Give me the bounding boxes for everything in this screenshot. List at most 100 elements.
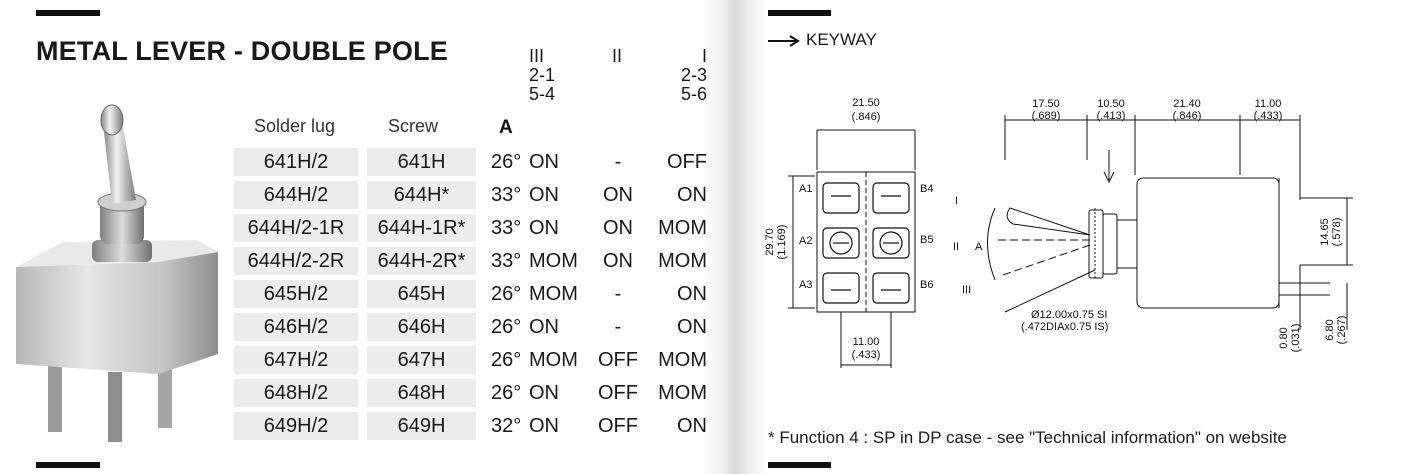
position-iii-function: ON	[529, 382, 559, 404]
position-i-function: ON	[677, 415, 707, 437]
actuation-angle: 32°	[491, 415, 522, 437]
screw-part: 644H*	[367, 181, 476, 209]
dim-height-in: (1.169)	[776, 225, 788, 260]
keyway-label: KEYWAY	[806, 30, 877, 49]
toggle-switch-photo	[16, 104, 218, 442]
terminal-b5: B5	[920, 234, 933, 246]
solder-lug-part: 647H/2	[234, 346, 358, 374]
dim-2140: 21.40	[1173, 98, 1201, 110]
actuation-angle: 33°	[491, 250, 522, 272]
screw-part: 648H	[367, 379, 476, 407]
actuation-angle: 26°	[491, 382, 522, 404]
position-iii-function: MOM	[529, 283, 578, 305]
solder-lug-part: 648H/2	[234, 379, 358, 407]
position-i-function: ON	[677, 316, 707, 338]
position-i-function: MOM	[658, 382, 707, 404]
position-header-ii: II	[612, 46, 623, 66]
solder-lug-part: 641H/2	[234, 148, 358, 176]
arrow-right-icon	[768, 34, 800, 47]
dim-pitch-in: (.433)	[852, 349, 881, 361]
dim-1100: 11.00	[1255, 98, 1282, 110]
solder-lug-part: 644H/2-2R	[234, 247, 358, 275]
position-ii-function: ON	[603, 184, 633, 206]
dim-height: 29.70	[764, 228, 776, 256]
position-ii-function: OFF	[598, 382, 638, 404]
actuation-angle: 26°	[491, 349, 522, 371]
thread-spec: Ø12.00x0.75 SI	[1031, 309, 1107, 321]
terminal-a1: A1	[799, 183, 812, 195]
solder-lug-part: 645H/2	[234, 280, 358, 308]
dim-080-in: (.031)	[1290, 324, 1302, 353]
dim-1465-in: (.578)	[1331, 218, 1343, 247]
page-title: METAL LEVER - DOUBLE POLE	[36, 36, 449, 66]
position-label-ii: II	[953, 241, 959, 253]
angle-label: A	[975, 241, 983, 253]
position-i-function: ON	[677, 283, 707, 305]
position-iii-function: MOM	[529, 250, 578, 272]
dim-1100-in: (.433)	[1254, 110, 1283, 122]
position-ii-function: -	[614, 316, 622, 338]
position-i-function: ON	[677, 184, 707, 206]
position-i-function: MOM	[658, 349, 707, 371]
top-rule-right	[768, 10, 831, 16]
position-ii-function: ON	[603, 250, 633, 272]
position-ii-function: -	[614, 283, 622, 305]
solder-lug-part: 649H/2	[234, 412, 358, 440]
terminal-a3: A3	[799, 279, 812, 291]
screw-part: 645H	[367, 280, 476, 308]
column-header-solder-lug: Solder lug	[254, 116, 336, 136]
dim-1465: 14.65	[1319, 218, 1331, 246]
actuation-angle: 33°	[491, 217, 522, 239]
actuation-angle: 26°	[491, 316, 522, 338]
dim-width-in: (.846)	[852, 111, 881, 123]
solder-lug-part: 646H/2	[234, 313, 358, 341]
position-label-iii: III	[962, 284, 971, 296]
position-iii-function: ON	[529, 316, 559, 338]
terminal-b6: B6	[920, 279, 933, 291]
dim-width: 21.50	[852, 97, 880, 109]
position-ii-function: OFF	[598, 415, 638, 437]
position-label-i: I	[955, 195, 958, 207]
dim-680-in: (.267)	[1336, 316, 1348, 345]
bottom-rule-left	[36, 462, 100, 468]
screw-part: 644H-2R*	[367, 247, 476, 275]
column-header-screw: Screw	[388, 116, 439, 136]
position-iii-function: ON	[529, 151, 559, 173]
screw-part: 641H	[367, 148, 476, 176]
actuation-angle: 26°	[491, 151, 522, 173]
position-i-function: MOM	[658, 217, 707, 239]
column-header-angle: A	[499, 117, 513, 138]
top-rule-left	[36, 10, 100, 16]
dim-680: 6.80	[1324, 319, 1336, 340]
page-spine-shadow	[700, 0, 768, 474]
screw-part: 646H	[367, 313, 476, 341]
footnote: * Function 4 : SP in DP case - see "Tech…	[768, 428, 1287, 447]
dim-1050: 10.50	[1097, 98, 1125, 110]
dimension-drawing: 21.50 (.846) 29.70 (1.169) 11.00 (.433) …	[764, 97, 1353, 368]
screw-part: 649H	[367, 412, 476, 440]
position-i-function: MOM	[658, 250, 707, 272]
position-ii-function: ON	[603, 217, 633, 239]
dim-1750-in: (.689)	[1032, 110, 1061, 122]
keyway-legend: KEYWAY	[768, 30, 877, 50]
dim-2140-in: (.846)	[1173, 110, 1202, 122]
screw-part: 647H	[367, 346, 476, 374]
actuation-angle: 33°	[491, 184, 522, 206]
actuation-angle: 26°	[491, 283, 522, 305]
dim-1750: 17.50	[1032, 98, 1060, 110]
thread-spec-in: (.472DIAx0.75 IS)	[1021, 321, 1108, 333]
solder-lug-part: 644H/2-1R	[234, 214, 358, 242]
position-iii-function: ON	[529, 184, 559, 206]
dim-1050-in: (.413)	[1097, 110, 1126, 122]
terminal-b4: B4	[920, 183, 933, 195]
position-iii-function: ON	[529, 415, 559, 437]
position-iii-function: ON	[529, 217, 559, 239]
position-ii-function: -	[614, 151, 622, 173]
solder-lug-part: 644H/2	[234, 181, 358, 209]
bottom-rule-right	[768, 462, 831, 468]
terminal-a2: A2	[799, 235, 812, 247]
dim-080: 0.80	[1278, 327, 1290, 348]
screw-part: 644H-1R*	[367, 214, 476, 242]
